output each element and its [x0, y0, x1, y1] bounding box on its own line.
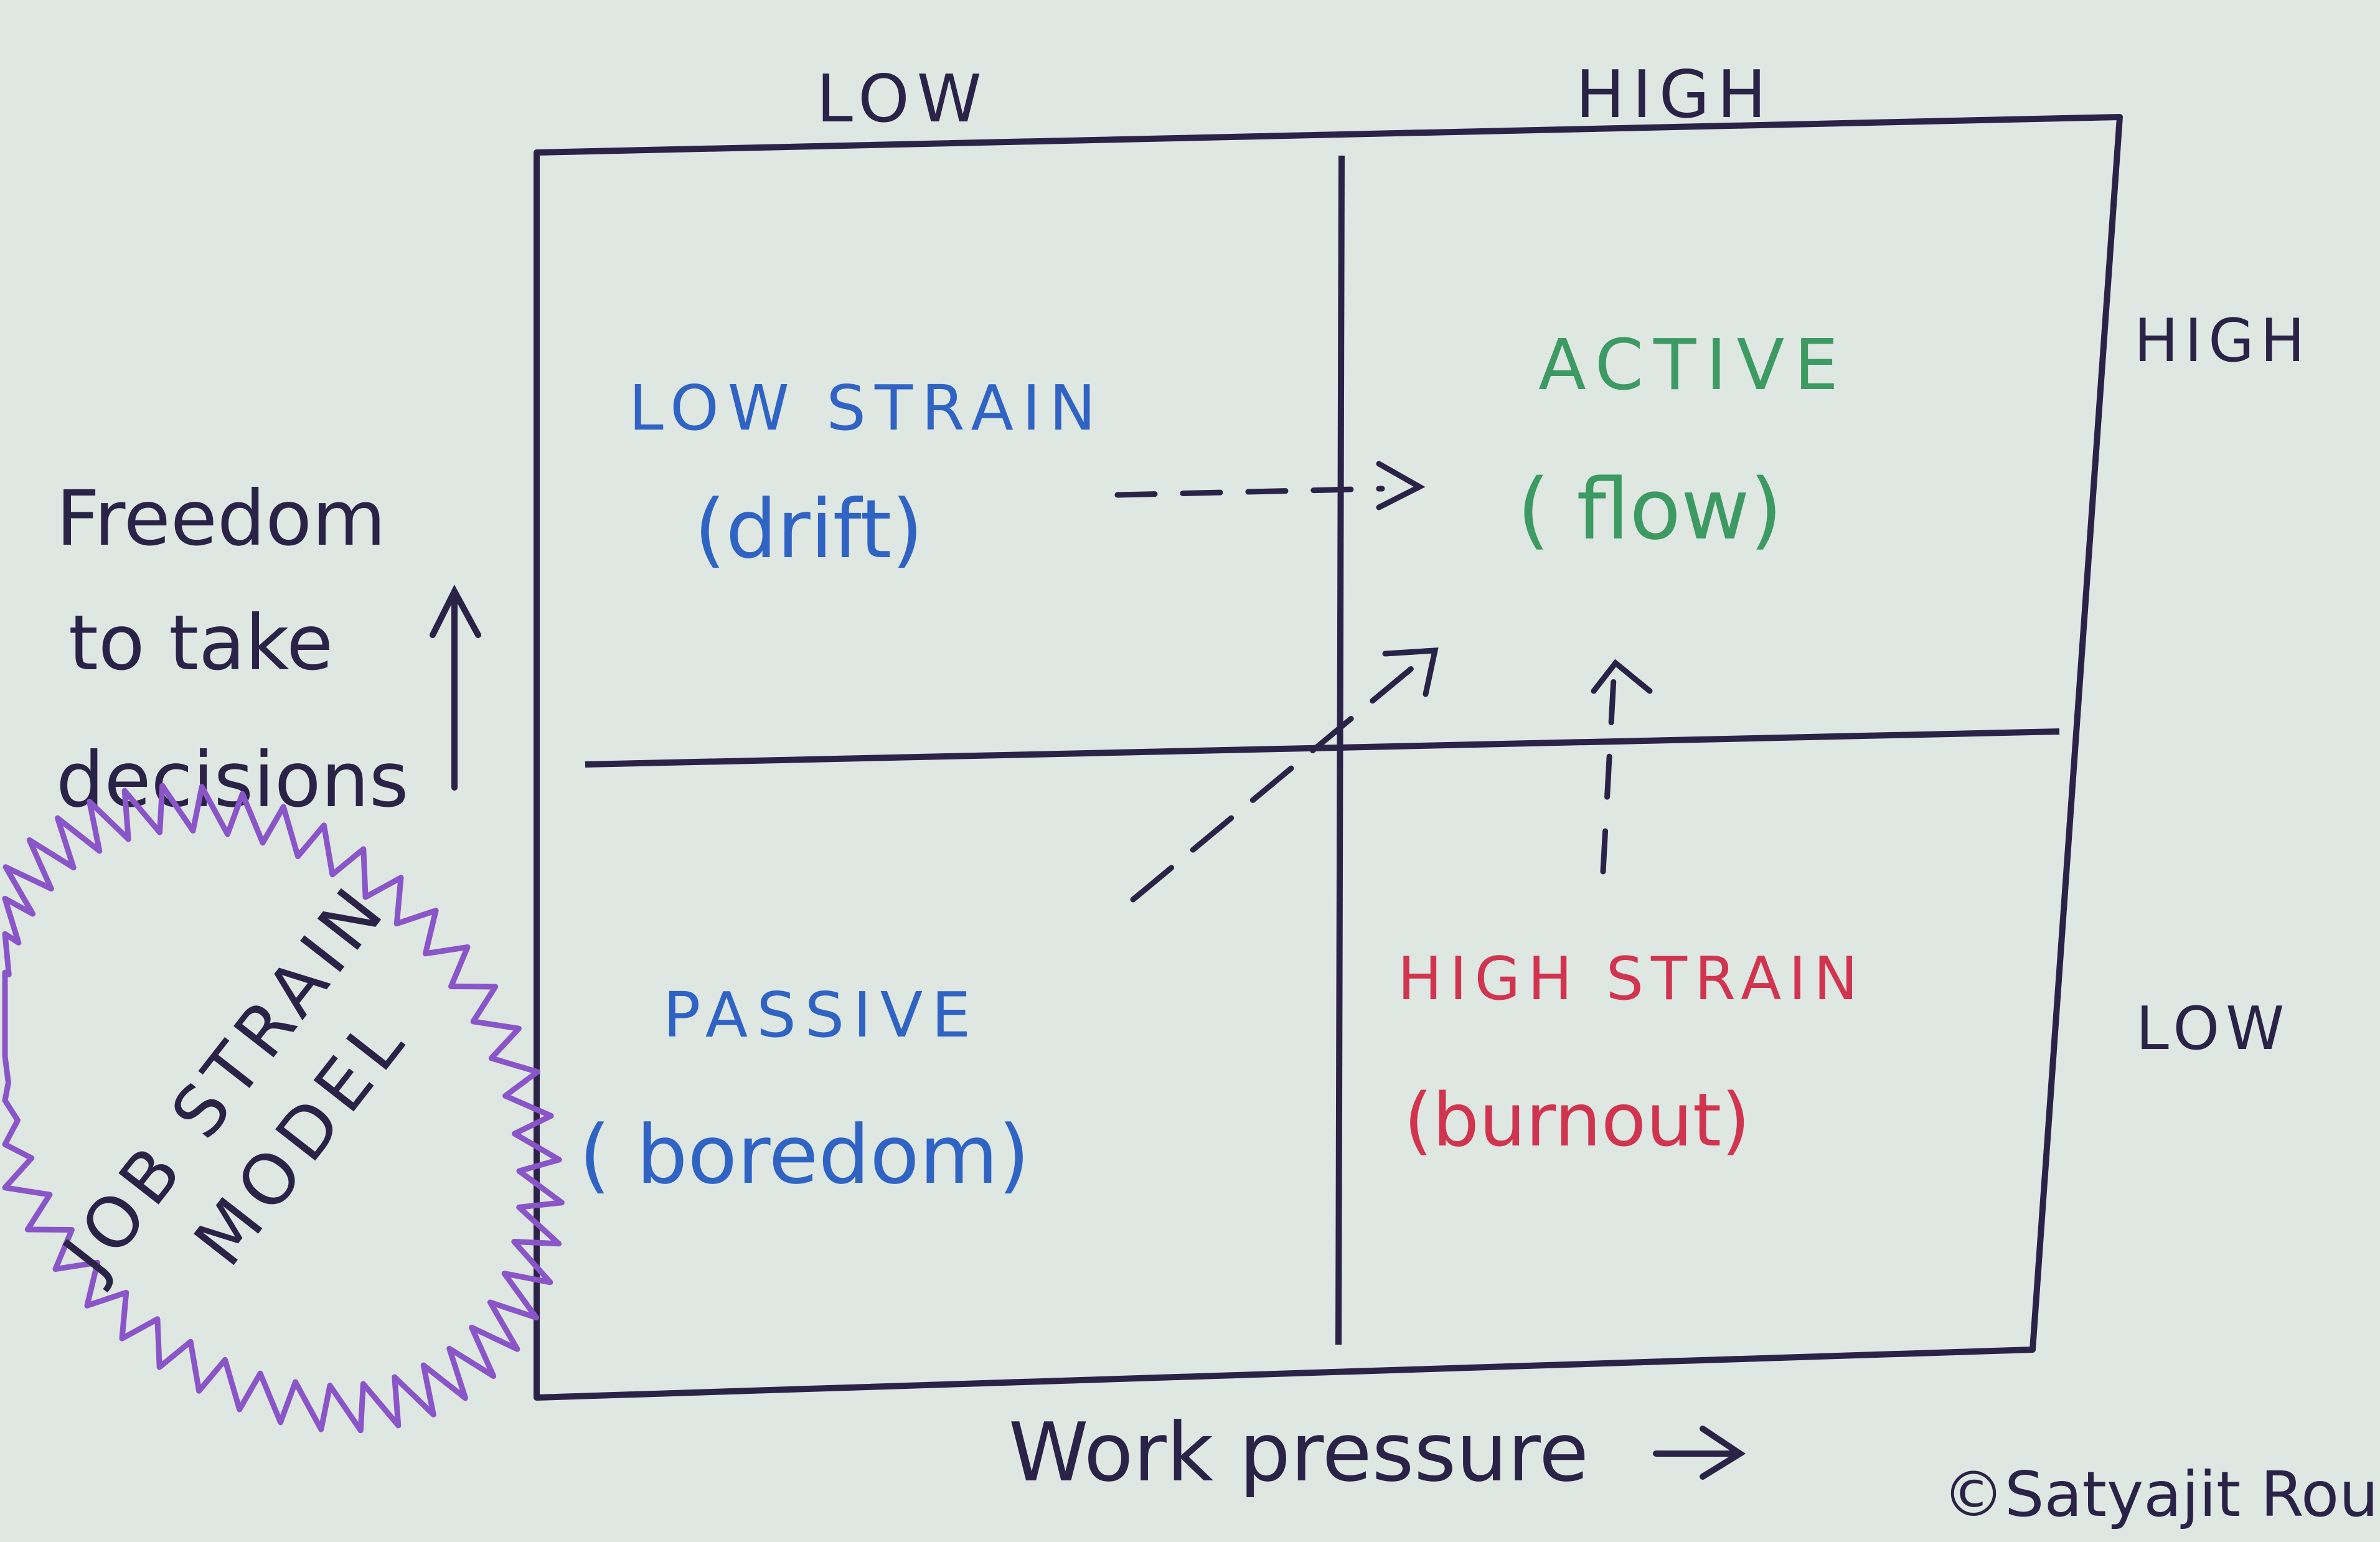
top-low-label: LOW — [816, 61, 989, 137]
active-subtitle: ( flow) — [1517, 461, 1782, 558]
high-strain-subtitle: (burnout) — [1404, 1077, 1750, 1163]
y-axis-label-line-3: decisions — [56, 736, 408, 824]
top-high-label: HIGH — [1576, 57, 1774, 133]
horizontal-divider — [585, 728, 2060, 768]
arrow-burnout-to-flow-icon — [1591, 659, 1653, 875]
matrix-frame — [534, 114, 2123, 1401]
job-strain-model-badge: JOB STRAIN MODEL — [2, 783, 565, 1434]
y-axis-label-line-2: to take — [68, 599, 333, 687]
arrow-boredom-to-flow-icon — [1130, 647, 1439, 903]
passive-subtitle: ( boredom) — [579, 1107, 1030, 1202]
right-low-label: LOW — [2136, 995, 2290, 1063]
right-high-label: HIGH — [2134, 307, 2312, 375]
arrow-drift-to-flow-icon — [1114, 461, 1426, 510]
x-axis-label: Work pressure — [1009, 1405, 1589, 1500]
y-axis-label-line-1: Freedom — [56, 474, 386, 563]
starburst-shape — [2, 783, 565, 1434]
passive-title: PASSIVE — [663, 979, 979, 1051]
signature: ©Satyajit Rout — [1942, 1458, 2380, 1531]
low-strain-title: LOW STRAIN — [629, 372, 1104, 444]
x-axis-arrow-icon — [1653, 1426, 1746, 1480]
high-strain-title: HIGH STRAIN — [1398, 945, 1865, 1013]
y-axis-label: Freedom to take decisions — [56, 474, 408, 824]
active-title: ACTIVE — [1538, 325, 1848, 406]
y-axis-arrow-icon — [430, 585, 481, 791]
low-strain-subtitle: (drift) — [694, 482, 923, 576]
